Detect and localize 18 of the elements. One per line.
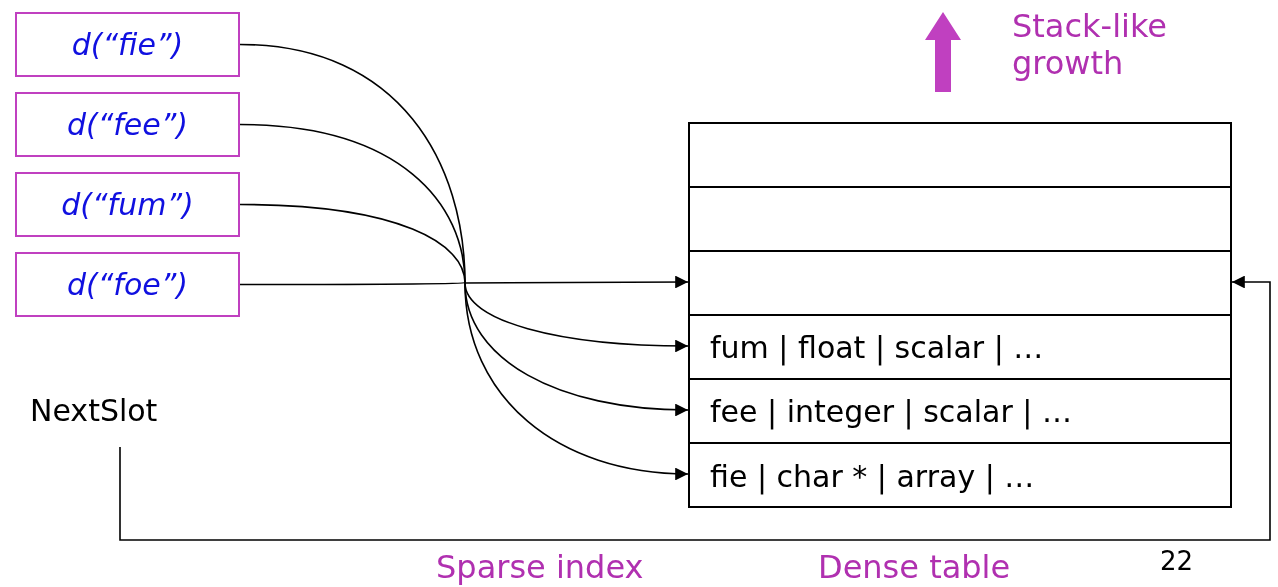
pointer-label: NextSlot [30, 393, 210, 435]
page-number: 22 [1160, 546, 1194, 576]
arrow [239, 123, 689, 416]
row-text: fie | char * | array | … [710, 458, 1035, 494]
index-box: d(“fie”) [15, 12, 240, 77]
dense-table [688, 122, 1232, 508]
arrow [119, 275, 1271, 541]
caption-text: Stack-like growth [1012, 8, 1168, 82]
row-text: fee | integer | scalar | … [710, 393, 1072, 429]
arrow [239, 275, 689, 289]
arrow [239, 43, 689, 480]
index-box: d(“foe”) [15, 252, 240, 317]
index-box: d(“fum”) [15, 172, 240, 237]
caption-text: Dense table [818, 548, 1011, 586]
arrow [239, 203, 689, 353]
row-text: fum | float | scalar | … [710, 329, 1044, 365]
caption-text: Sparse index [436, 548, 644, 586]
index-box: d(“fee”) [15, 92, 240, 157]
